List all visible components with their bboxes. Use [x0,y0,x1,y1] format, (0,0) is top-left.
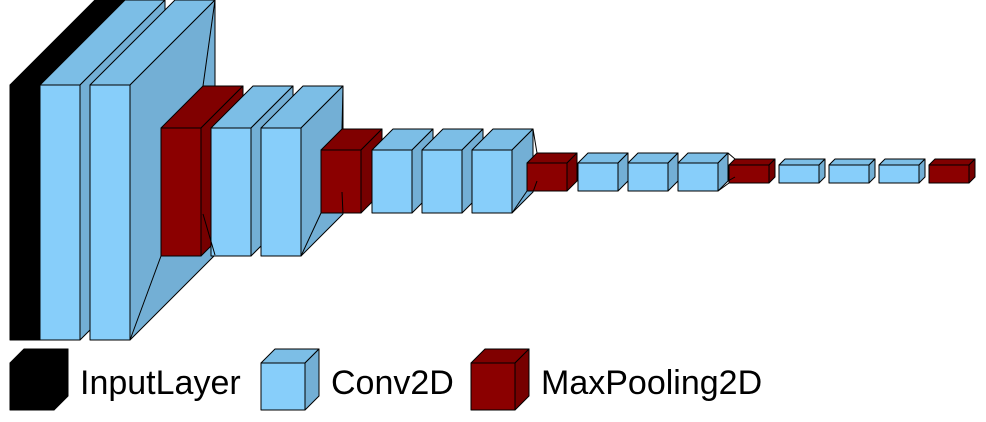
cuboid-front-face [828,164,870,184]
funnel-line-1-top-back [341,85,344,130]
funnel-connectors [129,0,736,341]
cuboid-front-face [160,127,202,257]
cuboid-front-face [470,362,516,411]
cuboid-front-face [260,127,302,257]
cuboid-front-face [260,362,306,411]
cuboid-top-face [778,158,826,166]
cuboid-front-face [9,362,55,411]
legend-cube-maxpooling2d [470,348,530,411]
layer-13-conv2d [677,152,729,192]
cuboid-front-face [526,162,568,192]
funnel-line-2-bottom-front [511,190,528,214]
layer-15-conv2d [778,158,826,184]
funnel-line-0-top-back [202,0,216,87]
cuboid-front-face [371,149,413,214]
funnel-line-2-top-back [532,128,538,154]
funnel-line-0-bottom-back [202,213,216,256]
layer-10-maxpooling2d [526,152,578,192]
layer-17-conv2d [878,158,926,184]
legend-swatch-maxpooling2d [470,348,530,411]
cuboid-front-face [39,84,81,341]
funnel-line-1-bottom-front [300,212,322,257]
cuboid-front-face [677,162,719,192]
cuboid-front-face [89,84,131,341]
cuboid-front-face [9,84,41,341]
layer-9-conv2d [471,128,534,214]
funnel-line-3-bottom-back [727,176,736,182]
funnel-line-2-bottom-back [532,180,538,193]
cuboid-top-face [828,158,876,166]
legend-label-maxpooling2d: MaxPooling2D [541,364,762,402]
layer-18-maxpooling2d [928,158,976,184]
funnel-line-3-top-back [727,152,736,160]
cuboid-top-face [928,158,976,166]
layer-14-maxpooling2d [728,158,776,184]
legend-cube-inputlayer [9,348,69,411]
cuboid-front-face [778,164,820,184]
cuboid-front-face [878,164,920,184]
cuboid-front-face [577,162,619,192]
legend-item-maxpooling2d: MaxPooling2D [470,348,762,411]
cuboid-front-face [320,149,362,214]
cuboid-front-face [928,164,970,184]
layer-stack [9,0,976,341]
legend: InputLayer Conv2D MaxPooling2D [9,348,762,411]
layer-11-conv2d [577,152,629,192]
cuboid-top-face [878,158,926,166]
legend-item-inputlayer: InputLayer [9,348,241,411]
funnel-line-3-bottom-front [717,182,730,192]
legend-label-conv2d: Conv2D [331,364,454,402]
legend-label-inputlayer: InputLayer [80,364,241,402]
cuboid-top-face [728,158,776,166]
legend-cube-conv2d [260,348,320,411]
legend-item-conv2d: Conv2D [260,348,454,411]
funnel-line-0-bottom-front [129,255,162,341]
cuboid-front-face [210,127,252,257]
cuboid-front-face [471,149,513,214]
cuboid-front-face [421,149,463,214]
legend-swatch-conv2d [260,348,320,411]
layer-16-conv2d [828,158,876,184]
layer-12-conv2d [627,152,679,192]
cuboid-front-face [627,162,669,192]
funnel-line-1-bottom-back [341,191,344,215]
legend-swatch-inputlayer [9,348,69,411]
cuboid-front-face [728,164,770,184]
